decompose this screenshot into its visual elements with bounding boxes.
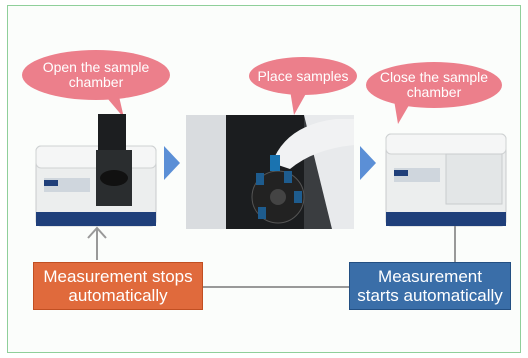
bubble-place-text: Place samples — [257, 67, 349, 84]
flow-arrow-2 — [360, 146, 376, 180]
bubble-open-chamber: Open the sample chamber — [22, 50, 170, 100]
placing-samples-photo — [186, 115, 354, 229]
bubble-close-chamber: Close the sample chamber — [366, 62, 502, 108]
bubble-place-samples: Place samples — [249, 57, 357, 95]
bubble-open-text: Open the sample chamber — [42, 59, 150, 90]
measurement-starts-text: Measurement starts automatically — [357, 267, 503, 305]
bubble-close-tail — [394, 100, 412, 124]
measurement-stops-text: Measurement stops automatically — [43, 267, 193, 305]
bubble-open-tail — [102, 92, 124, 118]
connector-horizontal — [202, 286, 350, 288]
measurement-starts-box: Measurement starts automatically — [349, 262, 511, 310]
up-arrow — [87, 226, 107, 260]
spectrometer-closed-image — [385, 133, 507, 227]
bubble-close-text: Close the sample chamber — [379, 69, 489, 100]
flow-arrow-1 — [164, 146, 180, 180]
measurement-stops-box: Measurement stops automatically — [33, 262, 203, 310]
connector-vertical — [454, 226, 456, 262]
spectrometer-open-image — [35, 114, 157, 227]
bubble-place-tail — [290, 90, 308, 115]
